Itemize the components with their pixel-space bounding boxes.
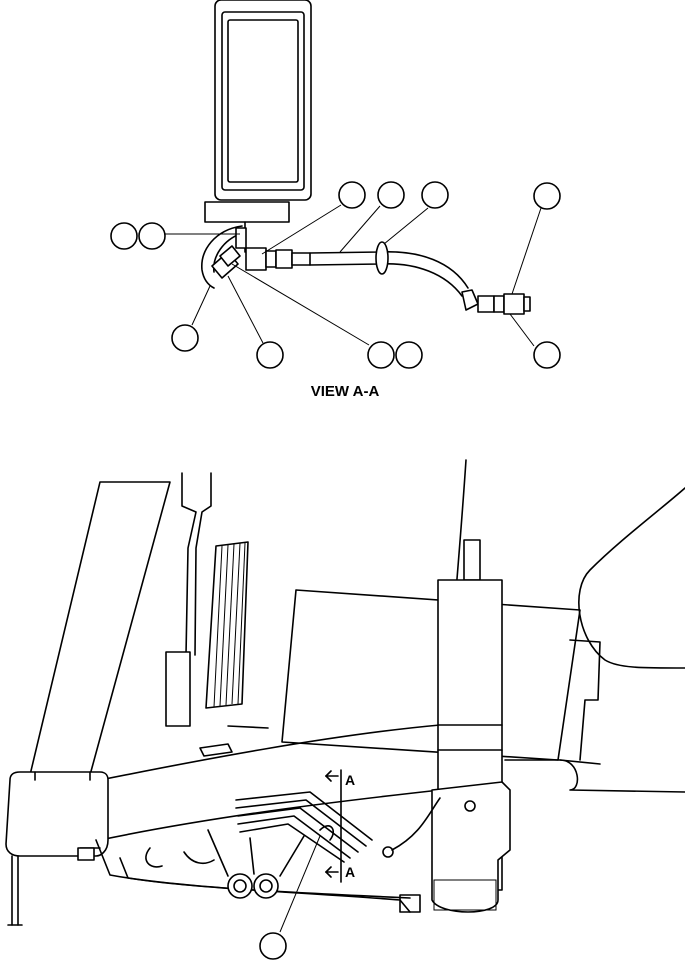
callout-bubble: [138, 222, 166, 250]
cylinder-rod: [165, 472, 212, 727]
callout-bubble: [338, 181, 366, 209]
callout-bubble: [259, 932, 287, 960]
callout-bubble: [421, 181, 449, 209]
section-mark-bottom: A: [345, 864, 355, 880]
section-mark-top: A: [345, 772, 355, 788]
callout-bubble: [367, 341, 395, 369]
vertical-column: [431, 539, 511, 913]
callout-bubble: [110, 222, 138, 250]
callout-bubble: [171, 324, 199, 352]
bushing-block: [5, 771, 109, 926]
hose-pulleys: [207, 829, 305, 899]
view-title: VIEW A-A: [311, 383, 380, 400]
upper-component: [204, 0, 312, 253]
callout-bubble: [533, 341, 561, 369]
callout-bubble: [256, 341, 284, 369]
machine-view: A A: [5, 459, 685, 960]
view-a-a-callouts: [110, 181, 561, 369]
chassis-bracket: [77, 839, 421, 913]
hydraulic-lines: [235, 791, 441, 863]
cab-contour: [504, 487, 685, 793]
view-a-a-detail: VIEW A-A: [110, 0, 561, 400]
boom-arm: [29, 481, 171, 776]
callout-bubble: [395, 341, 423, 369]
section-line-a-a: A A: [325, 769, 355, 883]
hose-assembly: [201, 225, 531, 315]
tank-plate: [281, 589, 581, 761]
callout-bubble: [533, 182, 561, 210]
view-a-a-leaders: [163, 204, 542, 347]
callout-bubble: [377, 181, 405, 209]
ribbed-filter: [205, 541, 249, 709]
small-bracket: [199, 743, 233, 757]
